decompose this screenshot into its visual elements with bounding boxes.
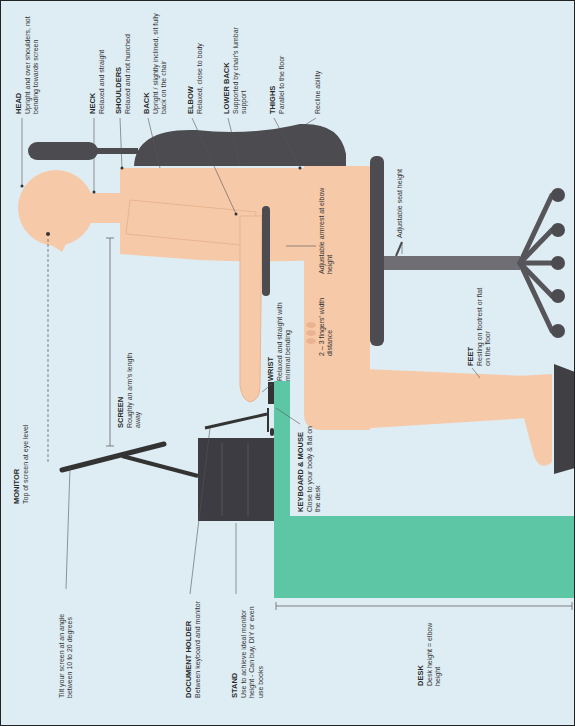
note-label: 2 – 3 fingers' width distance	[318, 282, 335, 356]
note-label: Parallel to the floor	[278, 10, 286, 114]
chair-seat	[370, 156, 384, 346]
note-label: Top of screen at eye level	[22, 404, 30, 504]
chair-headrest	[28, 142, 98, 160]
note-label: Adjustable seat height	[396, 166, 404, 238]
heading-label: THIGHS	[268, 10, 277, 114]
note-label: Adjustable armrest at elbow height	[318, 182, 335, 274]
note-label: Relaxed and not hunched	[124, 10, 132, 114]
heading-label: LOWER BACK	[222, 10, 231, 114]
note-label: Use to achieve ideal monitor height - Ca…	[240, 596, 265, 698]
mouse	[270, 428, 274, 436]
dimension-line	[276, 606, 572, 607]
heading-label: STAND	[230, 596, 239, 698]
dimension-tick	[276, 602, 277, 610]
head	[18, 170, 94, 246]
book-edge	[248, 443, 249, 516]
document-holder	[205, 414, 267, 428]
nose	[50, 244, 66, 252]
person	[18, 166, 552, 466]
heading-label: DOCUMENT HOLDER	[184, 596, 193, 698]
heading-label: HEAD	[14, 10, 23, 114]
note-label: Upright and over shoulders, not bending …	[24, 10, 41, 114]
chair-base	[520, 195, 552, 331]
eye	[46, 232, 50, 236]
height-lever	[396, 242, 402, 256]
monitor-arm	[122, 456, 198, 476]
note-label: Resting on footrest or flat on the floor	[476, 282, 493, 366]
book-edge	[222, 443, 223, 516]
note-label: Roughly an arm's length away	[126, 348, 143, 428]
shin	[340, 368, 528, 430]
forearm	[240, 216, 262, 402]
heading-label: KEYBOARD & MOUSE	[296, 426, 305, 512]
monitor-stand	[198, 438, 274, 521]
note-label: Relaxed, close to body	[196, 10, 204, 114]
heading-label: ELBOW	[186, 10, 195, 114]
heading-label: BACK	[142, 10, 151, 114]
heading-label: SCREEN	[116, 348, 125, 428]
note-label: Upright / slightly inclined, sit fully b…	[152, 10, 169, 114]
foot	[518, 374, 552, 466]
upper-arm	[126, 200, 256, 246]
screen-distance-line	[110, 238, 111, 446]
chair-wheels	[551, 188, 565, 338]
headrest-bar	[96, 148, 138, 154]
note-label: Relaxed and straight with minimal bendin…	[276, 301, 293, 381]
note-label: Tilt your screen at an angle between 10 …	[58, 592, 75, 698]
heading-label: FEET	[466, 282, 475, 366]
note-label: Close to your body & flat on the desk	[306, 426, 323, 512]
finger-icons	[306, 322, 316, 344]
heading-label: WRIST	[266, 301, 275, 381]
leader-lines	[22, 118, 480, 594]
eye-level-line	[48, 238, 49, 462]
note-label: Desk height = elbow height	[426, 612, 443, 686]
heading-label: NECK	[88, 10, 97, 114]
chair-back	[134, 124, 346, 166]
note-label: Between keyboard and monitor	[194, 596, 202, 698]
note-label: Recline ability	[314, 10, 322, 114]
dimension-tick	[106, 446, 114, 447]
desk-top	[274, 381, 290, 598]
keyboard	[268, 382, 274, 404]
monitor-screen	[62, 444, 164, 470]
chair-post	[384, 256, 520, 270]
footrest	[554, 364, 575, 474]
dimension-tick	[572, 602, 573, 610]
note-label: Supported by chair's lumbar support	[232, 10, 249, 114]
heading-label: MONITOR	[12, 404, 21, 504]
armrest	[262, 206, 270, 296]
document-holder-base	[267, 408, 269, 432]
leader-dots	[21, 167, 302, 216]
heading-label: DESK	[416, 612, 425, 686]
dimension-tick	[106, 238, 114, 239]
note-label: Relaxed and straight	[98, 10, 106, 114]
heading-label: SHOULDERS	[114, 10, 123, 114]
desk-leg	[290, 516, 575, 598]
